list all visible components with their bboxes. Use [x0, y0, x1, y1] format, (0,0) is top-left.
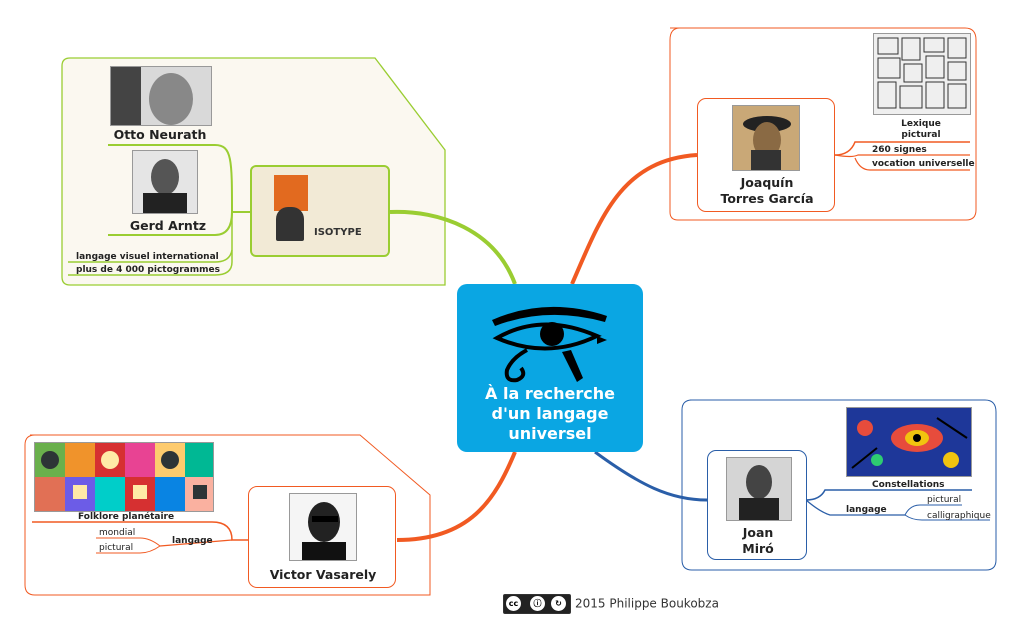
central-topic[interactable]: À la recherche d'un langage universel — [457, 284, 643, 452]
vasarely-photo — [289, 493, 357, 561]
miro-sub-pictural[interactable]: pictural — [927, 495, 962, 505]
sa-icon: ↻ — [551, 596, 566, 611]
torres-garcia-node[interactable]: Joaquín Torres García — [697, 98, 835, 212]
miro-label: Joan Miró — [742, 525, 774, 556]
vasarely-langage-label[interactable]: langage — [172, 536, 213, 546]
central-title: À la recherche d'un langage universel — [485, 384, 615, 443]
connector-miro — [594, 450, 708, 502]
vasarely-artwork-image — [34, 442, 214, 512]
miro-langage-label[interactable]: langage — [846, 505, 887, 515]
vasarely-boundary — [24, 434, 431, 596]
miro-constellation-image — [846, 407, 972, 477]
by-icon: ⓘ — [530, 596, 545, 611]
otto-neurath-label[interactable]: Otto Neurath — [113, 127, 207, 142]
torres-lexique-image — [873, 33, 971, 115]
isotype-fact-2[interactable]: plus de 4 000 pictogrammes — [76, 265, 220, 275]
gerd-arntz-photo — [132, 150, 198, 214]
connector-torres — [570, 153, 698, 285]
connector-vasarely — [396, 451, 517, 542]
credit-text: 2015 Philippe Boukobza — [575, 596, 719, 611]
isotype-sign-icon — [274, 175, 308, 211]
torres-lexique-label[interactable]: Lexique pictural — [901, 119, 941, 140]
isotype-image-label: ISOTYPE — [314, 227, 362, 238]
eye-of-horus-icon — [492, 306, 607, 383]
miro-node[interactable]: Joan Miró — [707, 450, 807, 560]
vasarely-folklore-label[interactable]: Folklore planétaire — [78, 512, 175, 522]
miro-boundary — [681, 399, 997, 571]
torres-fact-1[interactable]: 260 signes — [872, 145, 927, 155]
connector-isotype — [389, 209, 517, 285]
vasarely-label: Victor Vasarely — [269, 567, 377, 582]
gerd-arntz-label[interactable]: Gerd Arntz — [129, 218, 207, 233]
isotype-node[interactable]: ISOTYPE — [250, 165, 390, 257]
miro-constellations-label[interactable]: Constellations — [872, 480, 945, 490]
miro-sub-calligraphique[interactable]: calligraphique — [927, 511, 991, 521]
torres-garcia-photo — [732, 105, 800, 171]
isotype-fact-1[interactable]: langage visuel international — [76, 252, 219, 262]
vasarely-node[interactable]: Victor Vasarely — [248, 486, 396, 588]
isotype-person-icon — [276, 207, 304, 241]
torres-boundary — [669, 27, 977, 221]
torres-fact-2[interactable]: vocation universelle — [872, 159, 975, 169]
cc-icon: cc — [506, 596, 521, 611]
miro-photo — [726, 457, 792, 521]
vasarely-sub-mondial[interactable]: mondial — [99, 528, 136, 538]
credit-footer: cc ⓘ ↻ 2015 Philippe Boukobza — [503, 594, 719, 614]
torres-garcia-label: Joaquín Torres García — [720, 175, 814, 206]
cc-license-badge: cc ⓘ ↻ — [503, 594, 571, 614]
vasarely-sub-pictural[interactable]: pictural — [99, 543, 134, 553]
otto-neurath-photo — [110, 66, 212, 126]
